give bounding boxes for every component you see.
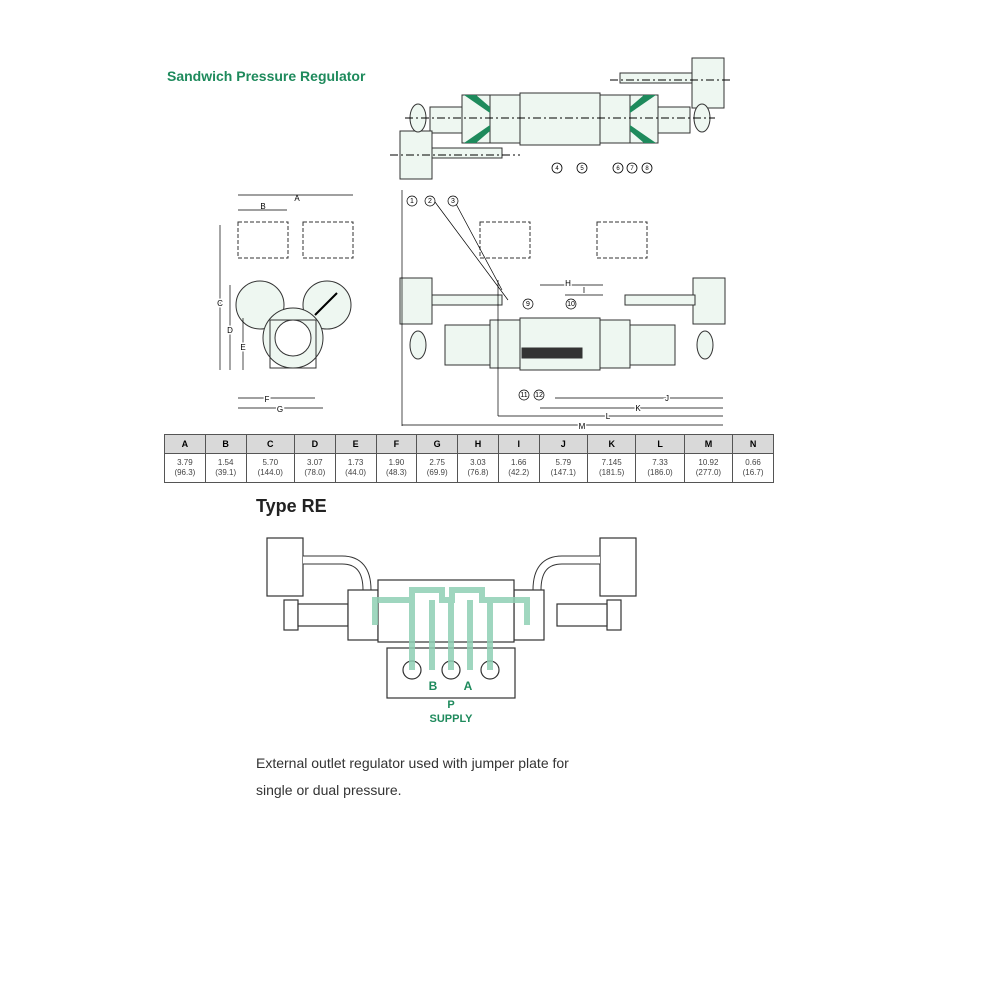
column-header-l: L xyxy=(635,434,685,454)
front-view-drawing: 1 2 3 9 10 11 12 H I J K L M xyxy=(399,190,726,430)
side-view-drawing: A B C D E F G xyxy=(216,194,354,416)
value-mm: (44.0) xyxy=(345,468,367,477)
value-mm: (48.3) xyxy=(385,468,407,477)
value-inches: 7.145 xyxy=(601,458,622,467)
callout-10: 10 xyxy=(567,301,575,308)
table-cell: 5.70(144.0) xyxy=(245,453,295,483)
column-header-h: H xyxy=(457,434,499,454)
column-header-e: E xyxy=(334,434,377,454)
table-cell: 10.92(277.0) xyxy=(683,453,734,483)
dim-label-c: C xyxy=(217,299,223,308)
table-cell: 1.66(42.2) xyxy=(497,453,540,483)
section-title: Sandwich Pressure Regulator xyxy=(167,68,366,84)
value-mm: (42.2) xyxy=(508,468,530,477)
callout-3: 3 xyxy=(451,198,455,205)
value-inches: 5.70 xyxy=(262,458,279,467)
value-mm: (147.1) xyxy=(550,468,576,477)
column-header-m: M xyxy=(683,434,734,454)
callout-1: 1 xyxy=(410,198,414,205)
value-mm: (16.7) xyxy=(742,468,764,477)
dim-label-b: B xyxy=(260,202,265,211)
callout-7: 7 xyxy=(630,166,634,172)
table-cell: 3.03(76.8) xyxy=(457,453,499,483)
value-inches: 1.66 xyxy=(510,458,527,467)
value-inches: 0.66 xyxy=(745,458,761,467)
callout-12: 12 xyxy=(535,392,543,399)
value-inches: 1.54 xyxy=(217,458,234,467)
value-inches: 5.79 xyxy=(555,458,572,467)
dim-label-l: L xyxy=(606,412,611,421)
port-a-label: A xyxy=(464,679,473,693)
table-row: 3.79(96.3)1.54(39.1)5.70(144.0)3.07(78.0… xyxy=(164,453,774,483)
callout-2: 2 xyxy=(428,198,432,205)
top-view-drawing: 4 5 6 7 8 xyxy=(390,57,730,180)
column-header-g: G xyxy=(416,434,459,454)
value-mm: (78.0) xyxy=(304,468,326,477)
callout-5: 5 xyxy=(580,166,584,172)
value-mm: (277.0) xyxy=(695,468,722,477)
dim-label-a: A xyxy=(294,194,300,203)
callout-9: 9 xyxy=(526,301,530,308)
value-mm: (76.8) xyxy=(467,468,489,477)
value-inches: 10.92 xyxy=(698,458,719,467)
value-mm: (144.0) xyxy=(257,468,283,477)
table-cell: 1.90(48.3) xyxy=(375,453,418,483)
value-mm: (181.5) xyxy=(599,468,625,477)
table-cell: 2.75(69.9) xyxy=(416,453,459,483)
callout-8: 8 xyxy=(645,166,649,172)
table-cell: 7.33(186.0) xyxy=(635,453,685,483)
port-b-label: B xyxy=(429,679,438,693)
port-p-label: P xyxy=(447,699,454,711)
value-inches: 2.75 xyxy=(429,458,445,467)
description: External outlet regulator used with jump… xyxy=(256,750,656,804)
value-inches: 1.90 xyxy=(388,458,405,467)
table-cell: 1.54(39.1) xyxy=(204,453,247,483)
type-re-heading: Type RE xyxy=(256,496,327,516)
value-mm: (39.1) xyxy=(215,468,237,477)
description-line-2: single or dual pressure. xyxy=(256,782,402,798)
column-header-d: D xyxy=(293,434,336,454)
dim-label-f: F xyxy=(265,395,270,404)
description-line-1: External outlet regulator used with jump… xyxy=(256,755,569,771)
value-inches: 3.07 xyxy=(307,458,323,467)
value-inches: 1.73 xyxy=(347,458,364,467)
callout-11: 11 xyxy=(520,392,527,399)
column-header-b: B xyxy=(204,434,247,454)
value-mm: (96.3) xyxy=(174,468,196,477)
dim-label-g: G xyxy=(277,405,283,414)
column-header-a: A xyxy=(164,434,206,454)
value-mm: (69.9) xyxy=(426,468,448,477)
value-inches: 3.03 xyxy=(470,458,486,467)
value-inches: 7.33 xyxy=(652,458,668,467)
column-header-f: F xyxy=(375,434,418,454)
dim-label-j: J xyxy=(665,394,669,403)
table-cell: 5.79(147.1) xyxy=(538,453,589,483)
table-cell: 0.66(16.7) xyxy=(732,453,774,483)
column-header-j: J xyxy=(538,434,589,454)
table-cell: 1.73(44.0) xyxy=(334,453,377,483)
table-cell: 3.79(96.3) xyxy=(164,453,206,483)
column-header-n: N xyxy=(732,434,774,454)
supply-label: SUPPLY xyxy=(429,713,473,725)
dim-label-e: E xyxy=(240,343,245,352)
dim-label-h: H xyxy=(565,279,571,288)
dim-label-k: K xyxy=(635,404,641,413)
column-header-i: I xyxy=(497,434,540,454)
column-header-c: C xyxy=(245,434,295,454)
table-cell: 7.145(181.5) xyxy=(586,453,637,483)
callout-6: 6 xyxy=(616,166,620,172)
value-mm: (186.0) xyxy=(647,468,673,477)
column-header-k: K xyxy=(586,434,637,454)
table-cell: 3.07(78.0) xyxy=(293,453,336,483)
dim-label-d: D xyxy=(227,326,233,335)
dim-label-i: I xyxy=(583,286,585,295)
type-re-drawing: B A P SUPPLY xyxy=(266,537,637,725)
value-inches: 3.79 xyxy=(177,458,193,467)
callout-4: 4 xyxy=(555,166,559,172)
dim-label-m: M xyxy=(579,422,586,430)
